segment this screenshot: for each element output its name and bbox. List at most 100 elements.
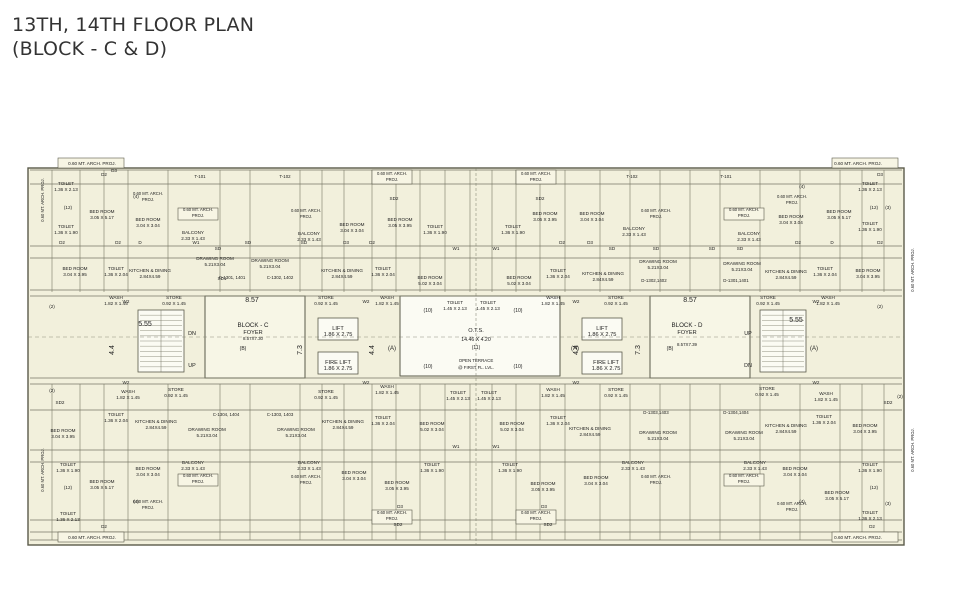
fire-lift-c xyxy=(317,351,359,375)
door-tag: W1 xyxy=(453,444,460,449)
arch-proj-small: PROJ. xyxy=(386,177,398,182)
store-bc-dim: 0.92 X 1.45 xyxy=(314,395,338,400)
toilet-tr-dim: 1.36 X 2.04 xyxy=(546,274,570,279)
toilet-core-r-name: TOILET xyxy=(480,300,496,305)
toilet-tc-b-dim: 1.36 X 1.90 xyxy=(423,230,447,235)
block-d-name: BLOCK - D xyxy=(672,322,703,329)
block-d-foyer: FOYER xyxy=(677,330,696,336)
toilet-tr-b-name: TOILET xyxy=(505,224,521,229)
arch-projection xyxy=(831,531,899,543)
door-tag: W1 xyxy=(493,444,500,449)
bed-room-b-tc-name: BED ROOM xyxy=(339,222,364,227)
door-tag: SD xyxy=(653,246,660,251)
toilet-bc-name: TOILET xyxy=(375,415,391,420)
block-d-foyer-dim: 8.57X7.39 xyxy=(677,342,698,347)
bed-room-d-tc-dim: 3.05 X 3.95 xyxy=(388,223,412,228)
door-tag: D2 xyxy=(59,240,65,245)
flat-code: D-1303,1403 xyxy=(643,410,669,415)
lift-c-label-name: LIFT xyxy=(332,326,344,332)
drawing-room-bl-dim: 5.21X3.04 xyxy=(197,433,218,438)
block-c-tag: (B) xyxy=(240,346,247,352)
toilet-tr-b-name: TOILET xyxy=(862,221,878,226)
balcony-br2-dim: 2.33 X 1.43 xyxy=(743,466,767,471)
bed-room-c-br-dim: 3.04 X 3.95 xyxy=(853,429,877,434)
door-tag: D3 xyxy=(343,240,349,245)
bed-room-a-br-dim: 3.05 X 5.17 xyxy=(825,496,849,501)
bed-room-e-tr-dim: 5.02 X 3.04 xyxy=(507,281,531,286)
fire-lift-d-label-dim: 1.86 X 2.75 xyxy=(592,366,621,372)
arch-projection xyxy=(515,509,557,525)
arch-proj-small: 0.60 MT. ARCH. xyxy=(291,208,321,213)
door-tag: (2) xyxy=(897,394,903,399)
toilet-tr2-dim: 1.36 X 2.04 xyxy=(813,272,837,277)
flat-code: C-1301, 1401 xyxy=(219,275,246,280)
arch-proj-small: PROJ. xyxy=(300,214,312,219)
bed-room-c-tl-name: BED ROOM xyxy=(62,266,87,271)
kitchen-bl-dim: 2.84X4.59 xyxy=(146,425,167,430)
foyer-c-dim-width: 8.57 xyxy=(245,297,259,304)
door-tag: D2 xyxy=(877,240,883,245)
plan-labels: 0.60 MT. ARCH. PROJ.0.60 MT. ARCH. PROJ.… xyxy=(40,161,915,540)
kitchen-tl-name: KITCHEN & DINING xyxy=(129,268,171,273)
balcony-tr2-dim: 2.33 X 1.43 xyxy=(737,237,761,242)
toilet-tr-name: TOILET xyxy=(550,268,566,273)
open-terrace-level: @ FIRST FL. LVL. xyxy=(458,365,494,370)
toilet-core-br-dim: 1.45 X 2.13 xyxy=(477,396,501,401)
drawing-room-bc-name: DRAWING ROOM xyxy=(277,427,315,432)
bed-room-b-tr-dim: 3.04 X 3.04 xyxy=(580,217,604,222)
kitchen-br-name: KITCHEN & DINING xyxy=(569,426,611,431)
door-tag: W1 xyxy=(453,246,460,251)
toilet-bl-a-name: TOILET xyxy=(60,511,76,516)
drawing-room-tl-name: DRAWING ROOM xyxy=(196,256,234,261)
toilet-tl-a-name: TOILET xyxy=(58,181,74,186)
toilet-core-bl-name: TOILET xyxy=(450,390,466,395)
bed-room-b-tr2-dim: 3.04 X 3.04 xyxy=(779,220,803,225)
door-tag: W1 xyxy=(193,240,200,245)
toilet-br2-dim: 1.36 X 2.04 xyxy=(812,420,836,425)
kitchen-br-dim: 2.84X4.59 xyxy=(580,432,601,437)
arch-proj-small: PROJ. xyxy=(300,480,312,485)
bed-room-d-tr-name: BED ROOM xyxy=(532,211,557,216)
bed-room-b-tr-name: BED ROOM xyxy=(579,211,604,216)
block-c-foyer-dim: 8.57X7.30 xyxy=(243,336,264,341)
bed-room-a-tr-dim: 3.05 X 5.17 xyxy=(827,215,851,220)
toilet-tl-b-dim: 1.36 X 1.90 xyxy=(54,230,78,235)
bed-room-c-tl-dim: 3.04 X 3.95 xyxy=(63,272,87,277)
door-tag: (3) xyxy=(885,501,891,506)
stair-c-dn: DN xyxy=(188,331,196,337)
door-tag: (12) xyxy=(870,205,879,210)
drawing-room-tc-dim: 5.21X3.04 xyxy=(260,264,281,269)
bed-room-e-tc-name: BED ROOM xyxy=(417,275,442,280)
toilet-tc-b-name: TOILET xyxy=(427,224,443,229)
lift-d xyxy=(581,317,623,341)
balcony-tr-name: BALCONY xyxy=(623,226,645,231)
door-tag: SD xyxy=(737,246,744,251)
wash-tc-name: WASH xyxy=(380,295,394,300)
arch-proj-small: PROJ. xyxy=(192,479,204,484)
door-tag: D2 xyxy=(559,240,565,245)
bed-room-c-bl-dim: 3.04 X 3.95 xyxy=(51,434,75,439)
wash-br-dim: 1.82 X 1.45 xyxy=(541,393,565,398)
arch-projection xyxy=(177,207,219,221)
kitchen-tc-dim: 2.84X4.59 xyxy=(332,274,353,279)
store-tr-dim: 0.92 X 1.45 xyxy=(604,301,628,306)
wash-tl-name: WASH xyxy=(109,295,123,300)
store-bc-name: STORE xyxy=(318,389,334,394)
bed-room-e-tc-dim: 5.02 X 3.04 xyxy=(418,281,442,286)
toilet-br2-name: TOILET xyxy=(816,414,832,419)
arch-projection xyxy=(371,169,413,185)
bed-room-a-br-name: BED ROOM xyxy=(824,490,849,495)
store-tr2-dim: 0.92 X 1.45 xyxy=(756,301,780,306)
block-c-foyer: FOYER xyxy=(243,330,262,336)
arch-proj-small: 0.60 MT. ARCH. xyxy=(183,473,213,478)
stair-c-up: UP xyxy=(188,363,196,369)
wash-tr2-dim: 1.82 X 1.45 xyxy=(816,301,840,306)
arch-proj-small: 0.60 MT. ARCH. xyxy=(641,208,671,213)
bed-room-b-br-dim: 3.04 X 3.04 xyxy=(584,481,608,486)
toilet-core-l-dim: 1.45 X 2.13 xyxy=(443,306,467,311)
door-tag: D2 xyxy=(115,240,121,245)
toilet-bl-a-dim: 1.36 X 2.13 xyxy=(56,517,80,522)
bed-room-c-tr-dim: 3.04 X 3.95 xyxy=(856,274,880,279)
arch-proj-small: 0.60 MT. ARCH. xyxy=(729,207,759,212)
door-tag: W2 xyxy=(813,380,820,385)
